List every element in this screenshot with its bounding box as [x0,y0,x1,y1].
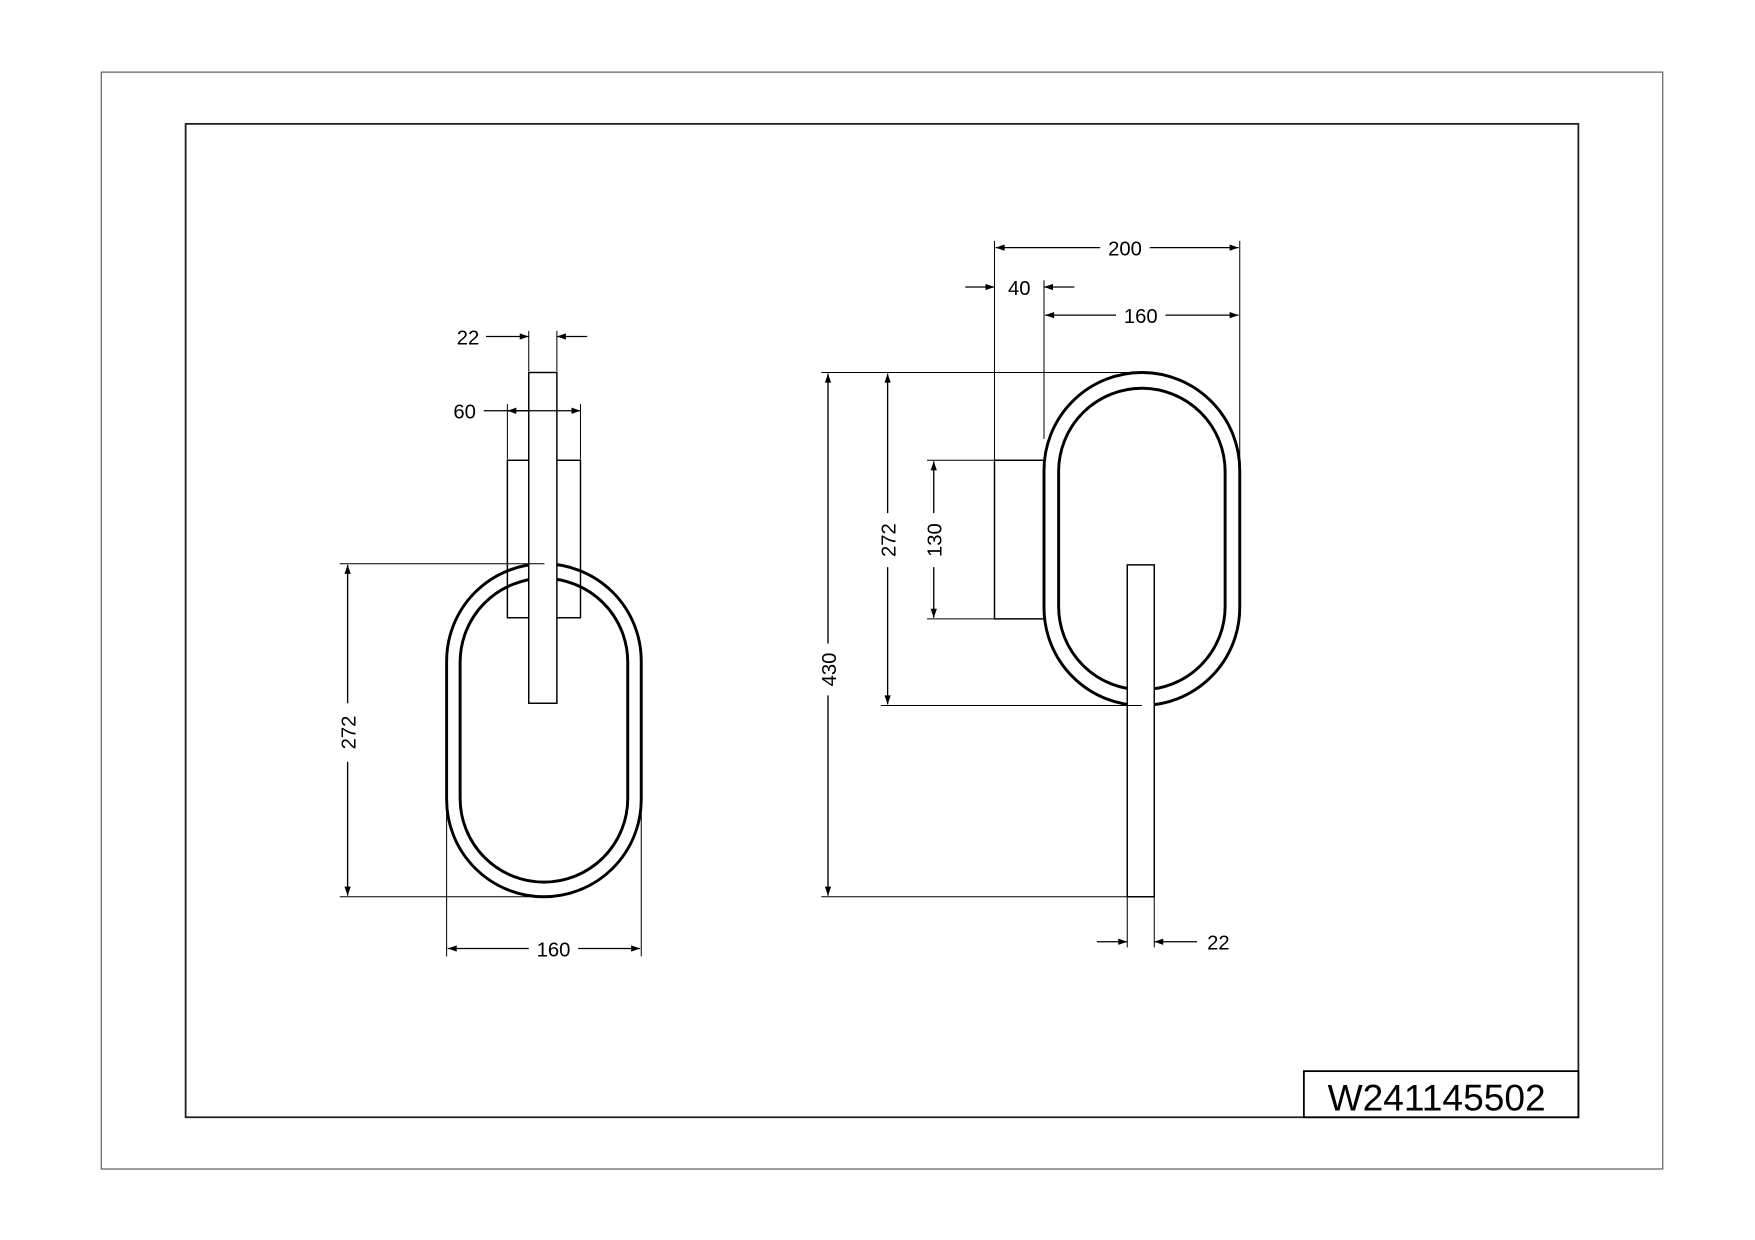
rod [1126,564,1155,898]
dim-rod-width: 22 [457,327,480,349]
inner-border [184,122,1580,1119]
front-view: 22 60 272 160 [339,327,643,961]
dim-rod-width: 22 [1207,933,1230,955]
dim-ring-width: 160 [537,939,571,961]
dim-total-height: 430 [819,653,841,687]
rod [528,371,558,704]
dim-plate-height: 130 [925,523,947,557]
dim-ring-height: 272 [339,716,361,750]
dim-total-depth: 200 [1108,239,1142,261]
outer-border [100,71,1664,1170]
dim-plate-width: 60 [453,402,476,424]
title-block: W241145502 [1302,1070,1580,1119]
dim-plate-depth: 40 [1008,278,1031,300]
dim-ring-height: 272 [879,523,901,557]
wall-plate [993,459,1045,620]
dim-ring-depth: 160 [1124,306,1158,328]
side-view: 200 40 160 430 272 130 22 [819,239,1242,955]
drawing-number: W241145502 [1328,1077,1546,1119]
